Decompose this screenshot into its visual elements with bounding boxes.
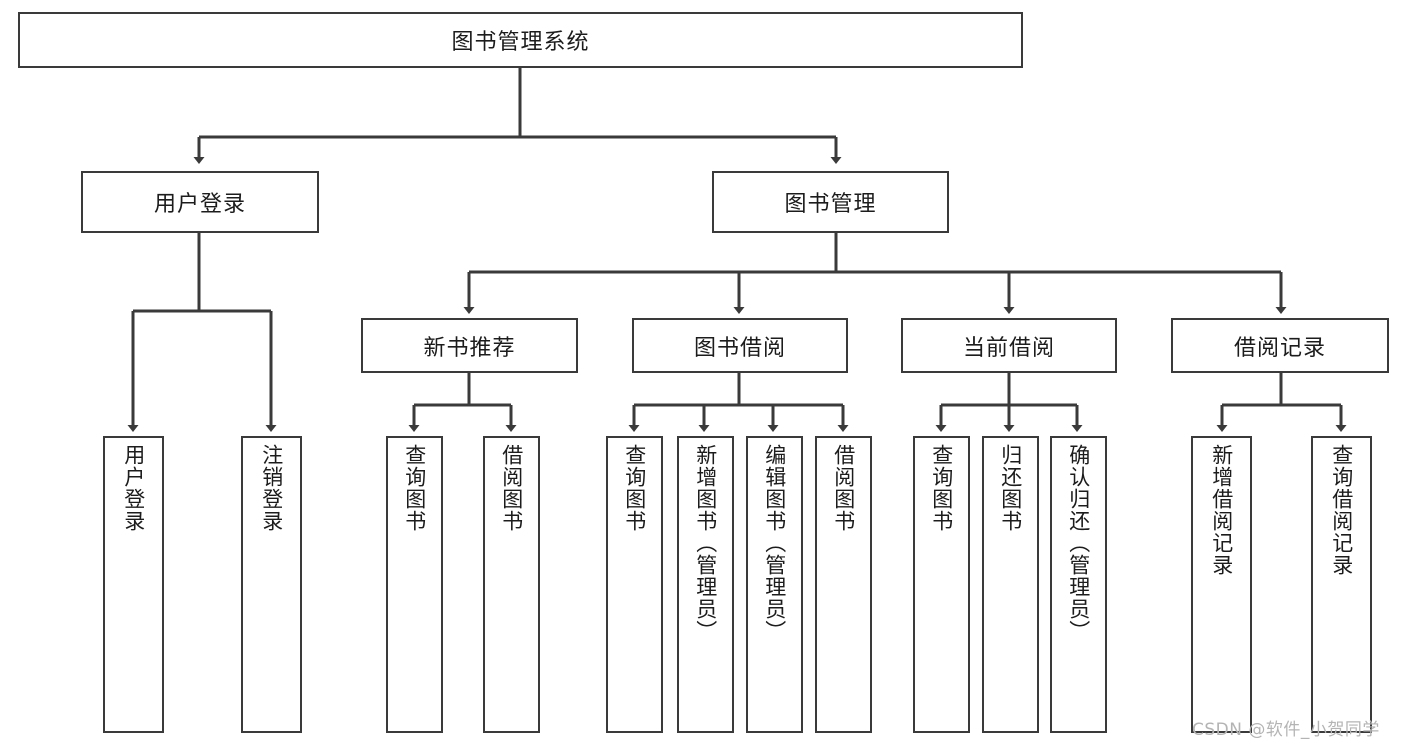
node-leaf-query-borrow-record[interactable]: 查询借阅记录 bbox=[1311, 436, 1372, 733]
node-label: 确认归还（管理员） bbox=[1066, 444, 1091, 642]
node-new-book-recommend[interactable]: 新书推荐 bbox=[361, 318, 578, 373]
node-leaf-query-book-1[interactable]: 查询图书 bbox=[386, 436, 443, 733]
node-leaf-borrow-book-1[interactable]: 借阅图书 bbox=[483, 436, 540, 733]
node-label: 图书管理 bbox=[784, 192, 877, 217]
node-leaf-edit-book[interactable]: 编辑图书（管理员） bbox=[746, 436, 803, 733]
node-leaf-return-book[interactable]: 归还图书 bbox=[982, 436, 1039, 733]
node-leaf-confirm-return[interactable]: 确认归还（管理员） bbox=[1050, 436, 1107, 733]
node-label: 归还图书 bbox=[998, 444, 1023, 532]
node-leaf-user-login[interactable]: 用户登录 bbox=[103, 436, 164, 733]
node-label: 新增图书（管理员） bbox=[693, 444, 718, 642]
node-borrow-record[interactable]: 借阅记录 bbox=[1171, 318, 1389, 373]
node-label: 查询图书 bbox=[402, 444, 427, 532]
node-leaf-add-book[interactable]: 新增图书（管理员） bbox=[677, 436, 734, 733]
node-leaf-query-book-2[interactable]: 查询图书 bbox=[606, 436, 663, 733]
node-leaf-query-book-3[interactable]: 查询图书 bbox=[913, 436, 970, 733]
node-label: 编辑图书（管理员） bbox=[762, 444, 787, 642]
node-label: 借阅记录 bbox=[1233, 335, 1326, 361]
node-label: 图书借阅 bbox=[693, 335, 786, 361]
node-leaf-add-borrow-record[interactable]: 新增借阅记录 bbox=[1191, 436, 1252, 733]
node-label: 新书推荐 bbox=[423, 335, 516, 361]
node-root-title[interactable]: 图书管理系统 bbox=[18, 12, 1023, 68]
csdn-watermark: CSDN @软件_小贺同学 bbox=[1192, 720, 1380, 740]
node-leaf-borrow-book-2[interactable]: 借阅图书 bbox=[815, 436, 872, 733]
node-label: 注销登录 bbox=[259, 444, 284, 532]
node-book-management[interactable]: 图书管理 bbox=[712, 171, 949, 233]
node-leaf-logout-login[interactable]: 注销登录 bbox=[241, 436, 302, 733]
node-label: 图书管理系统 bbox=[451, 30, 590, 55]
node-label: 借阅图书 bbox=[499, 444, 524, 532]
node-current-borrow[interactable]: 当前借阅 bbox=[901, 318, 1117, 373]
node-label: 查询借阅记录 bbox=[1329, 444, 1354, 576]
node-user-login[interactable]: 用户登录 bbox=[81, 171, 319, 233]
node-label: 借阅图书 bbox=[831, 444, 856, 532]
node-label: 用户登录 bbox=[153, 192, 246, 217]
node-label: 查询图书 bbox=[622, 444, 647, 532]
node-label: 用户登录 bbox=[121, 444, 146, 532]
node-label: 新增借阅记录 bbox=[1209, 444, 1234, 576]
node-book-borrow[interactable]: 图书借阅 bbox=[632, 318, 848, 373]
node-label: 查询图书 bbox=[929, 444, 954, 532]
node-label: 当前借阅 bbox=[962, 335, 1055, 361]
